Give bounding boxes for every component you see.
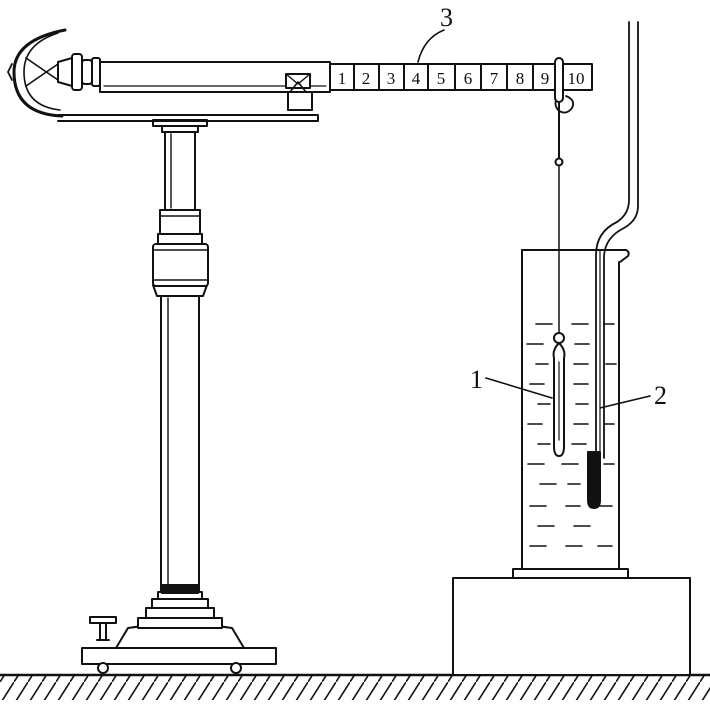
sinker-hanger	[554, 57, 575, 334]
thermometer	[587, 21, 639, 509]
beam-scale-1: 1	[338, 69, 347, 88]
balance-base	[81, 591, 277, 674]
callout-3-leader	[417, 29, 445, 63]
graduated-cylinder	[521, 249, 630, 570]
beam-scale-labels: 1 2 3 4 5 6 7 8 9 10	[338, 69, 585, 88]
leveling-screw	[89, 616, 117, 641]
cylinder-stand	[452, 568, 691, 676]
beam-scale-6: 6	[464, 69, 473, 88]
beam-scale-5: 5	[437, 69, 446, 88]
callout-3: 3	[440, 3, 453, 32]
callout-1-leader	[485, 377, 553, 399]
ground	[0, 673, 710, 700]
beam-support	[57, 114, 319, 122]
callout-1: 1	[470, 365, 483, 394]
balance-beam	[99, 61, 593, 111]
beam-scale-9: 9	[541, 69, 550, 88]
beam-left-end	[7, 28, 101, 118]
balance-column	[152, 119, 209, 594]
beam-scale-8: 8	[516, 69, 525, 88]
liquid-level-marks	[526, 323, 617, 547]
beam-scale-7: 7	[490, 69, 499, 88]
beam-scale-10: 10	[568, 69, 585, 88]
glass-sinker	[552, 332, 566, 457]
callout-2-leader	[599, 395, 651, 409]
beam-scale-2: 2	[362, 69, 371, 88]
beam-scale-4: 4	[412, 69, 421, 88]
beam-scale-3: 3	[387, 69, 396, 88]
callout-2: 2	[654, 381, 667, 410]
